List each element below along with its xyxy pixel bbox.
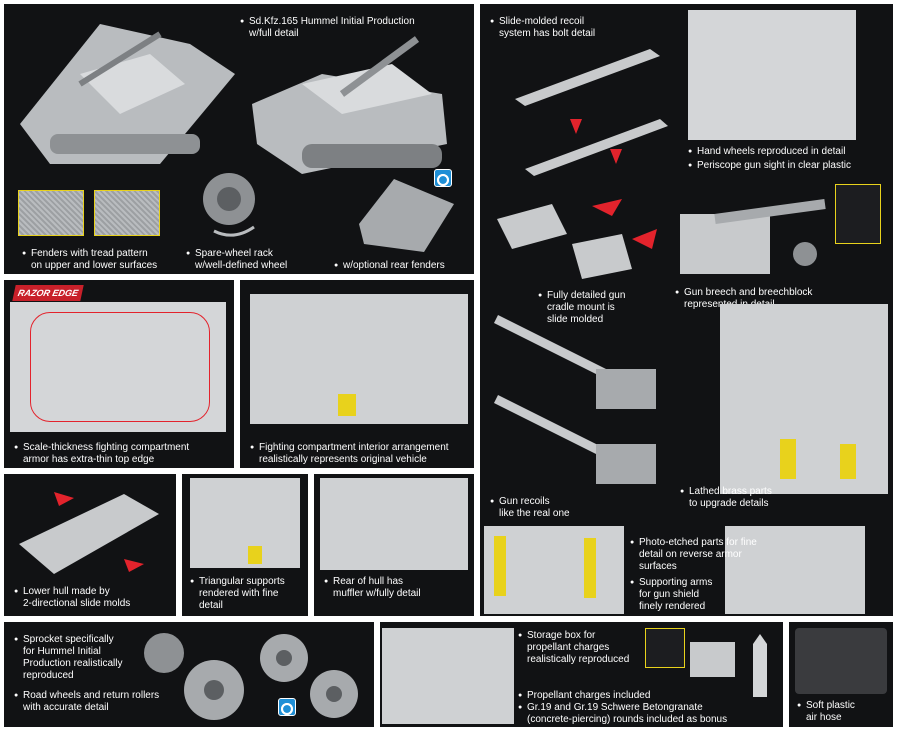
panel-air-hose: Soft plastic air hose (789, 622, 893, 727)
panel-hummel-overview: Sd.Kfz.165 Hummel Initial Production w/f… (4, 4, 474, 274)
hummel-side-view-illustration (252, 36, 447, 174)
interior-caption-1: Fighting compartment interior arrangemen… (250, 442, 449, 454)
armor-edge-highlight (30, 312, 210, 422)
photo-etched-highlight (584, 538, 596, 598)
storage-caption-c1: Gr.19 and Gr.19 Schwere Betongranate (518, 702, 703, 714)
interior-highlight (338, 394, 356, 416)
spare-caption-2: w/well-defined wheel (195, 260, 288, 271)
razor-edge-badge: RAZOR EDGE (12, 285, 84, 301)
triangular-caption-3: detail (199, 600, 223, 611)
hose-caption-2: air hose (806, 712, 842, 723)
triangular-caption-2: rendered with fine (199, 588, 279, 599)
panel-interior: Fighting compartment interior arrangemen… (240, 280, 474, 468)
sprocket-caption-b1: Road wheels and return rollers (14, 690, 159, 702)
fender-detail-frame-right (94, 190, 160, 236)
recoil-caption-1: Slide-molded recoil (490, 16, 584, 28)
lower-hull-illustration (19, 492, 159, 574)
cradle-caption-3: slide molded (547, 314, 604, 325)
gun-recoil-illustration (493, 314, 656, 484)
panel-storage-box: Storage box for propellant charges reali… (380, 622, 783, 727)
fenders-caption-1: Fenders with tread pattern (22, 248, 148, 260)
panel-gun-details: Slide-molded recoil system has bolt deta… (480, 4, 893, 616)
panel-armor: Scale-thickness fighting compartment arm… (4, 280, 234, 468)
rear-hull-photo (320, 478, 468, 570)
hummel-title-2: w/full detail (249, 28, 299, 39)
storage-caption-b1: Propellant charges included (518, 690, 650, 702)
propellant-charges-illustration (690, 634, 767, 697)
panel-lower-hull: Lower hull made by 2-directional slide m… (4, 474, 176, 616)
triangular-caption-1: Triangular supports (190, 576, 285, 588)
pe-caption-b1: Supporting arms (630, 577, 712, 589)
propellant-charge-frame (645, 628, 685, 668)
storage-caption-a1: Storage box for (518, 630, 595, 642)
sprocket-caption-a3: Production realistically (23, 658, 123, 669)
dual-material-icon (434, 169, 452, 187)
photo-etched-detail-photo (484, 526, 624, 614)
photo-etched-highlight (494, 536, 506, 596)
sprocket-caption-a2: for Hummel Initial (23, 646, 101, 657)
gunrecoil-caption-2: like the real one (499, 508, 570, 519)
brass-part-highlight (780, 439, 796, 479)
rear-fender-caption: w/optional rear fenders (334, 260, 445, 272)
hand-caption-1: Hand wheels reproduced in detail (688, 146, 845, 158)
sprocket-caption-a4: reproduced (23, 670, 74, 681)
triangular-support-photo (190, 478, 300, 568)
gun-breech-illustration (680, 199, 826, 274)
interior-photo (250, 294, 468, 424)
recoil-caption-2: system has bolt detail (499, 28, 596, 39)
spare-wheel-illustration (203, 173, 255, 237)
armor-top-view-photo (10, 302, 226, 432)
fenders-caption-2: on upper and lower surfaces (31, 260, 158, 271)
rear-fender-illustration (359, 179, 454, 252)
pe-caption-b3: finely rendered (639, 601, 706, 612)
sprocket-wheel-illustration (144, 633, 358, 720)
pe-caption-a1: Photo-etched parts for fine (630, 537, 757, 549)
brass-caption-2: to upgrade details (689, 498, 769, 509)
hand-wheel-photo (688, 10, 856, 140)
sprocket-caption-a1: Sprocket specifically (14, 634, 114, 646)
panel-rear-hull: Rear of hull has muffler w/fully detail (314, 474, 474, 616)
hose-caption-1: Soft plastic (797, 700, 855, 712)
triangular-support-highlight (248, 546, 262, 564)
cradle-caption-2: cradle mount is (547, 302, 615, 313)
breech-detail-frame (835, 184, 881, 244)
brass-part-highlight (840, 444, 856, 479)
panel-sprocket-wheels: Sprocket specifically for Hummel Initial… (4, 622, 374, 727)
interior-caption-2: realistically represents original vehicl… (259, 454, 427, 465)
pe-caption-b2: for gun shield (639, 589, 700, 600)
gun-cradle-illustration (497, 199, 657, 279)
pe-caption-a3: surfaces (639, 561, 677, 572)
hand-caption-2: Periscope gun sight in clear plastic (688, 160, 851, 172)
rearhull-caption-1: Rear of hull has (324, 576, 403, 588)
armor-caption-1: Scale-thickness fighting compartment (14, 442, 189, 454)
breech-caption-1: Gun breech and breechblock (675, 287, 812, 299)
gunrecoil-caption-1: Gun recoils (490, 496, 550, 508)
rearhull-caption-2: muffler w/fully detail (333, 588, 421, 599)
brass-caption-1: Lathed brass parts (680, 486, 772, 498)
armor-caption-2: armor has extra-thin top edge (23, 454, 155, 465)
panel-triangular-supports: Triangular supports rendered with fine d… (182, 474, 308, 616)
lowerhull-caption-1: Lower hull made by (14, 586, 110, 598)
lowerhull-caption-2: 2-directional slide molds (23, 598, 131, 609)
air-hose-photo (795, 628, 887, 694)
pe-caption-a2: detail on reverse armor (639, 549, 742, 560)
recoil-rail-illustration (515, 49, 668, 176)
hummel-title-1: Sd.Kfz.165 Hummel Initial Production (240, 16, 415, 28)
cradle-caption-1: Fully detailed gun (538, 290, 625, 302)
hummel-top-view-illustration (20, 24, 235, 164)
storage-caption-a2: propellant charges (527, 642, 610, 653)
dual-material-icon (278, 698, 296, 716)
fender-detail-frame-left (18, 190, 84, 236)
storage-box-photo (382, 628, 514, 724)
brass-parts-photo (720, 304, 888, 494)
sprocket-caption-b2: with accurate detail (23, 702, 109, 713)
storage-caption-c2: (concrete-piercing) rounds included as b… (527, 714, 728, 725)
spare-caption-1: Spare-wheel rack (186, 248, 273, 260)
storage-caption-a3: realistically reproduced (527, 654, 630, 665)
